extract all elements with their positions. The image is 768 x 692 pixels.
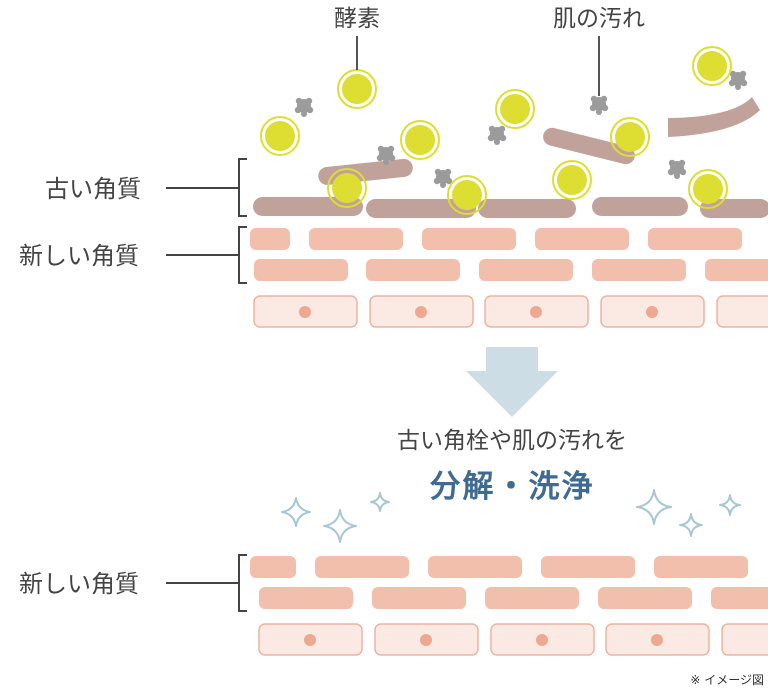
new-keratin-bracket-after [238,554,247,612]
old-keratin-strip [478,199,576,218]
sparkle-icon [370,492,390,512]
cell-nucleus [646,306,658,318]
down-arrow-icon [466,347,558,417]
keratin-cell [592,259,686,281]
old-keratin-bracket [238,158,247,217]
old-keratin-flake [543,127,635,165]
old-keratin-strip [366,199,476,218]
keratin-cell [705,259,768,281]
sparkle-icon [719,494,741,516]
old-keratin-layer [253,97,768,218]
cell-nucleus [299,306,311,318]
pale-cell [716,295,768,328]
keratin-cell [259,587,353,609]
enzyme-circle-icon [327,168,367,208]
cell-nucleus [530,306,542,318]
enzyme-circle-icon [688,169,728,209]
sparkles [281,489,741,543]
dirt-particles [294,70,748,188]
enzyme-circle-icon [610,117,650,157]
enzyme-circle-icon [260,116,300,156]
cell-nucleus [420,634,432,646]
keratin-cell [366,259,460,281]
bracket-after [166,554,247,612]
enzyme-circle-icon [447,175,487,215]
keratin-cell [309,228,403,250]
image-note: ※ イメージ図 [690,673,764,687]
cell-nucleus [651,634,663,646]
dirt-particle-icon [433,168,453,188]
skin-after [250,556,768,656]
keratin-cell [254,259,348,281]
dirt-particle-icon [667,159,687,179]
cell-nucleus [536,634,548,646]
dirt-particle-icon [589,95,609,115]
keratin-cell [315,556,409,578]
enzyme-label: 酵素 [334,6,380,32]
cell-row-pale-after [258,623,768,656]
sparkle-icon [636,489,672,525]
skin-before: 酵素 肌の汚れ [250,6,768,328]
keratin-cell [428,556,522,578]
keratin-cell [250,556,296,578]
dirt-particle-icon [728,70,748,90]
cell-row-pale-before [253,295,768,328]
keratin-cell [654,556,748,578]
cell-nucleus [304,634,316,646]
sparkle-icon [679,513,703,537]
old-keratin-strip [592,197,688,216]
enzyme-circle-icon [552,160,592,200]
cell-row-new-before [250,228,768,281]
old-keratin-strip [253,197,363,216]
keratin-cell [648,228,742,250]
message-line2: 分解・洗浄 [430,469,595,505]
old-keratin-label: 古い角質 [45,175,141,203]
keratin-cell [711,587,768,609]
pale-cell [721,623,768,656]
dirt-particle-icon [487,125,507,145]
dirt-particle-icon [294,97,314,117]
enzyme-circle-icon [337,69,377,109]
keratin-cell [598,587,692,609]
sparkle-icon [281,497,311,527]
cell-row-new-after [250,556,768,609]
sparkle-icon [323,509,357,543]
new-keratin-label-before: 新しい角質 [19,242,139,270]
enzyme-circle-icon [400,120,440,160]
dirt-particle-icon [376,145,396,165]
enzymes [260,46,732,215]
message-line1: 古い角栓や肌の汚れを [397,428,627,454]
old-keratin-strip [700,199,768,218]
keratin-cell [479,259,573,281]
keratin-cell [422,228,516,250]
keratin-cell [541,556,635,578]
keratin-cell [250,228,290,250]
old-keratin-flake [668,97,760,137]
cell-nucleus [415,306,427,318]
skin-dirt-label: 肌の汚れ [553,6,645,32]
keratin-cell [485,587,579,609]
new-keratin-label-after: 新しい角質 [19,570,139,598]
keratin-cell [372,587,466,609]
enzyme-circle-icon [692,46,732,86]
enzyme-circle-icon [495,89,535,129]
keratin-cell [535,228,629,250]
brackets-before [166,158,247,284]
new-keratin-bracket [238,226,247,284]
